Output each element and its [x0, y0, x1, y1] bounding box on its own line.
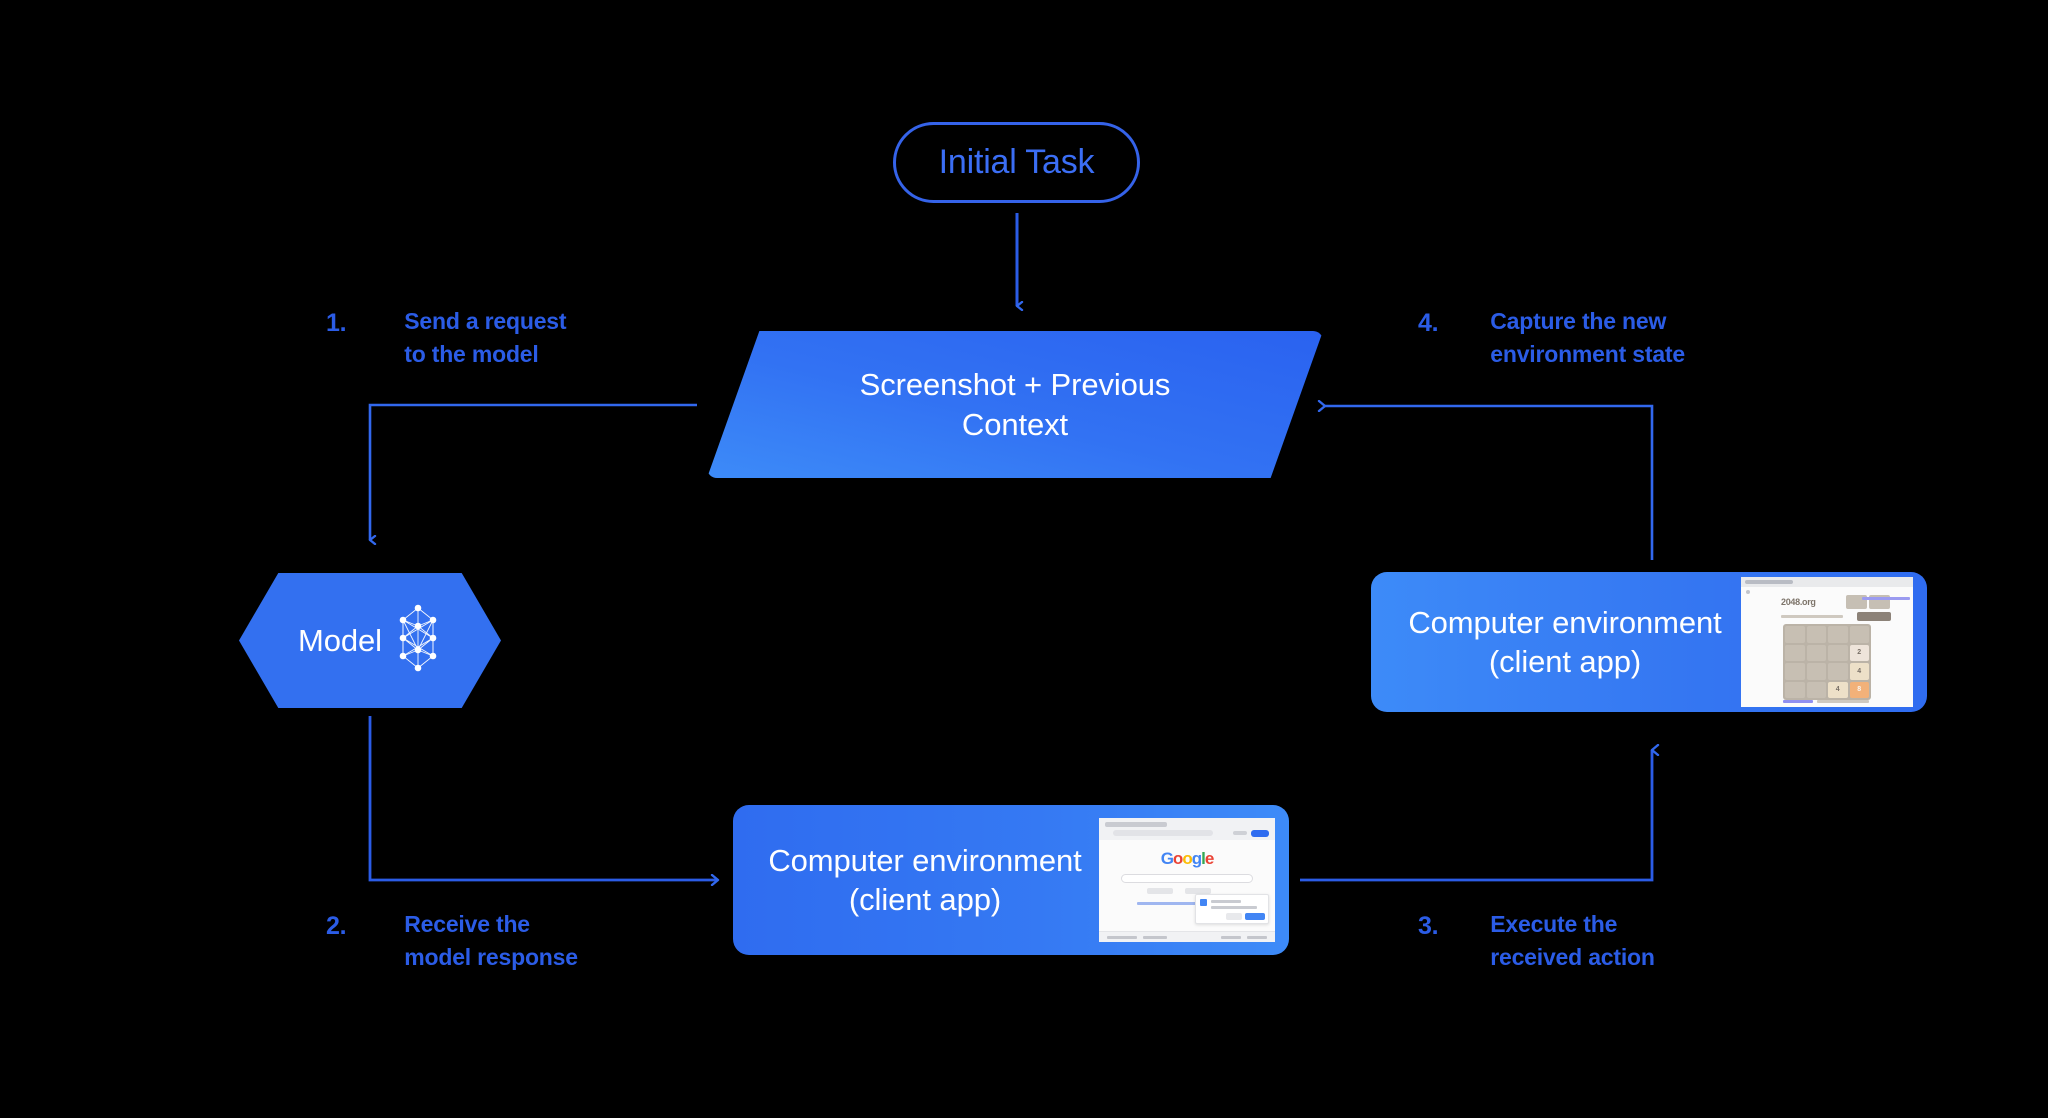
step-4-number: 4.: [1418, 309, 1439, 337]
step-4-label: 4. Capture the new environment state: [1418, 305, 1685, 370]
thumbnail-2048-game: 2048.org 2 4: [1741, 577, 1913, 707]
context-line-1: Screenshot + Previous: [859, 367, 1171, 403]
tile-value: 2: [1857, 649, 1862, 657]
tile: [1785, 626, 1805, 643]
google-logo: Google: [1160, 849, 1215, 868]
thumb-titlebar: [1741, 577, 1913, 587]
initial-task-node[interactable]: Initial Task: [893, 122, 1140, 203]
thumb-tab-chip: [1745, 580, 1793, 584]
thumb-search-button: [1147, 888, 1173, 894]
initial-task-label: Initial Task: [938, 143, 1095, 181]
tile: [1785, 663, 1805, 680]
thumb-toolbar-chip: [1233, 831, 1247, 835]
logo-letter-o1: o: [1172, 849, 1183, 868]
logo-letter-o2: o: [1182, 849, 1192, 868]
tile-value: 4: [1835, 686, 1840, 694]
footer-chip: [1143, 936, 1167, 939]
tile: 4: [1849, 663, 1869, 680]
context-line-2: Context: [961, 406, 1069, 442]
dialog-ok-button: [1245, 913, 1265, 920]
step-2-label: 2. Receive the model response: [326, 908, 578, 973]
logo-letter-g2: g: [1191, 849, 1202, 868]
step-4-text: Capture the new environment state: [1490, 308, 1685, 367]
dialog-body: [1211, 906, 1257, 909]
dialog-icon: [1200, 899, 1207, 906]
thumb-signin-button: [1251, 830, 1269, 837]
neural-network-icon: [394, 602, 442, 679]
env-bottom-line-1: Computer environment: [768, 842, 1082, 878]
arrow-context-to-model: [368, 403, 697, 540]
step-1-text: Send a request to the model: [404, 308, 567, 367]
tile: [1785, 681, 1805, 698]
arrow-model-to-env-bottom: [368, 716, 718, 880]
env-top-line-1: Computer environment: [1408, 604, 1722, 640]
thumb-search-box: [1121, 874, 1253, 883]
step-3-label: 3. Execute the received action: [1418, 908, 1655, 973]
arrow-env-top-to-context: [1325, 406, 1654, 560]
dialog-cancel-button: [1226, 913, 1242, 920]
tile: [1828, 663, 1848, 680]
logo-letter-e: e: [1204, 849, 1215, 868]
thumbnail-google-search: Google: [1099, 818, 1275, 942]
arrow-env-bottom-to-env-top: [1300, 750, 1652, 882]
env-top-line-2: (client app): [1488, 644, 1642, 679]
step-2-text: Receive the model response: [404, 911, 578, 970]
logo-letter-l: l: [1201, 849, 1206, 868]
model-label: Model: [298, 622, 382, 658]
thumb-dot: [1746, 590, 1750, 594]
step-1-label: 1. Send a request to the model: [326, 305, 567, 370]
tile: [1785, 644, 1805, 661]
tile: [1849, 626, 1869, 643]
step-3-text: Execute the received action: [1490, 911, 1655, 970]
env-card-top[interactable]: Computer environment (client app) 2048.o…: [1371, 572, 1927, 712]
thumb-tab-title: [1105, 822, 1167, 827]
thumb-2048-footer-text: [1817, 700, 1869, 703]
thumb-2048-footer-link: [1783, 700, 1813, 703]
footer-chip: [1247, 936, 1267, 939]
env-bottom-line-2: (client app): [848, 882, 1002, 917]
thumb-2048-score: [1846, 595, 1867, 609]
tile: 2: [1849, 644, 1869, 661]
tile-value: 8: [1857, 686, 1862, 694]
env-card-bottom-label: Computer environment (client app): [733, 841, 1099, 920]
tile: [1806, 681, 1826, 698]
thumb-2048-subtitle: [1781, 615, 1843, 618]
footer-chip: [1221, 936, 1241, 939]
step-2-number: 2.: [326, 912, 347, 940]
thumb-footer: [1099, 931, 1275, 942]
footer-chip: [1107, 936, 1137, 939]
screenshot-context-node[interactable]: Screenshot + Previous Context: [707, 331, 1323, 478]
tile: [1806, 626, 1826, 643]
env-card-top-label: Computer environment (client app): [1371, 603, 1741, 682]
tile: [1806, 663, 1826, 680]
tile: 8: [1849, 681, 1869, 698]
thumb-2048-title: 2048.org: [1781, 597, 1816, 607]
tile: [1828, 626, 1848, 643]
thumbnail-google-wrap: Google: [1099, 818, 1275, 942]
screenshot-context-label: Screenshot + Previous Context: [860, 365, 1171, 444]
step-3-number: 3.: [1418, 912, 1439, 940]
model-node[interactable]: Model: [239, 573, 501, 708]
thumbnail-2048-wrap: 2048.org 2 4: [1741, 577, 1913, 707]
thumb-2048-link: [1862, 597, 1910, 600]
thumb-url-bar: [1113, 830, 1213, 836]
thumb-lucky-button: [1185, 888, 1211, 894]
thumb-language-note: [1137, 902, 1235, 905]
tile-value: 4: [1857, 667, 1862, 675]
tile: [1828, 644, 1848, 661]
thumb-dialog: [1195, 894, 1269, 924]
thumb-2048-grid: 2 4 4 8: [1783, 624, 1871, 700]
logo-letter-g: G: [1160, 849, 1174, 868]
tile: 4: [1828, 681, 1848, 698]
env-card-bottom[interactable]: Computer environment (client app) Google: [733, 805, 1289, 955]
tile: [1806, 644, 1826, 661]
thumb-2048-newgame-button: [1857, 612, 1891, 621]
step-1-number: 1.: [326, 309, 347, 337]
dialog-title: [1211, 900, 1241, 903]
